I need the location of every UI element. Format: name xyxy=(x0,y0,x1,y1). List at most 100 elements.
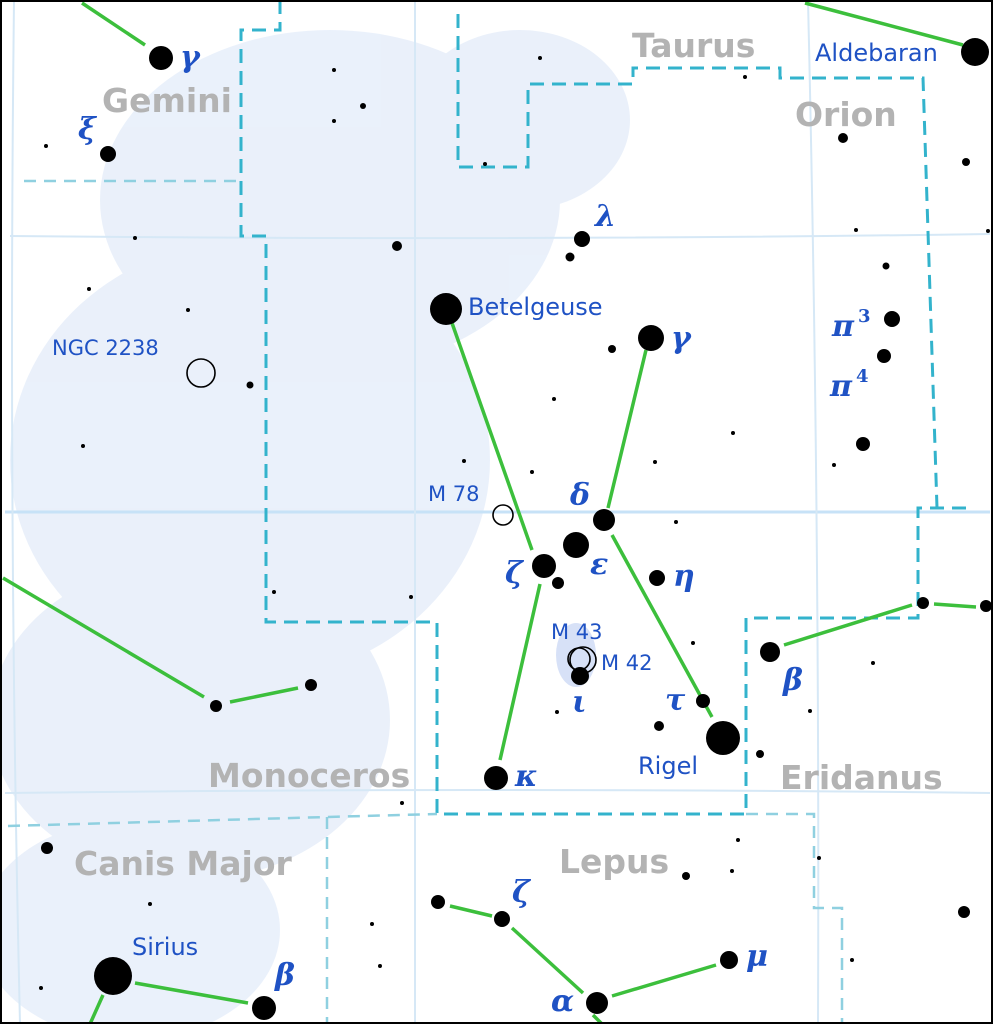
star xyxy=(409,595,413,599)
star-orion-tau[interactable] xyxy=(696,694,710,708)
star xyxy=(392,241,402,251)
bayer-label-orion-eta: η xyxy=(673,559,695,594)
monoceros-line-2 xyxy=(229,686,299,704)
star-sirius[interactable] xyxy=(94,957,132,995)
bayer-label-gemini-gamma: γ xyxy=(180,40,201,75)
star xyxy=(743,75,747,79)
star xyxy=(186,308,190,312)
star xyxy=(850,958,854,962)
star-name-labels: Aldebaran Betelgeuse Rigel Sirius xyxy=(132,39,938,961)
deep-sky-objects xyxy=(186,358,597,674)
star xyxy=(832,463,836,467)
star xyxy=(882,262,890,270)
star xyxy=(272,590,276,594)
dso-label-m42[interactable]: M 42 xyxy=(601,651,653,675)
constellation-labels: Taurus Gemini Orion Monoceros Eridanus C… xyxy=(74,26,943,883)
star xyxy=(980,600,992,612)
bayer-label-orion-iota: ι xyxy=(572,685,587,720)
star xyxy=(608,345,616,353)
star xyxy=(305,679,317,691)
star xyxy=(530,470,534,474)
star xyxy=(462,459,466,463)
star xyxy=(148,902,152,906)
monoceros-line-1 xyxy=(2,576,205,699)
eridanus-line-2 xyxy=(933,602,977,609)
star-orion-delta[interactable] xyxy=(593,509,615,531)
star xyxy=(917,597,929,609)
star-rigel[interactable] xyxy=(706,721,740,755)
star-cma-beta[interactable] xyxy=(252,996,276,1020)
dso-label-m43[interactable]: M 43 xyxy=(551,620,603,644)
lepus-line-1 xyxy=(449,904,493,918)
star xyxy=(360,103,366,109)
orion-line-gamma-delta xyxy=(606,349,648,509)
star-orion-lambda[interactable] xyxy=(574,231,590,247)
star-orion-pi3[interactable] xyxy=(884,311,900,327)
stars xyxy=(39,38,992,1020)
star xyxy=(736,838,740,842)
star xyxy=(552,397,556,401)
m78-marker[interactable] xyxy=(492,504,514,526)
constellation-label-lepus: Lepus xyxy=(559,842,669,881)
star xyxy=(332,68,336,72)
star xyxy=(808,709,812,713)
bayer-label-gemini-xi: ξ xyxy=(78,112,98,147)
constellation-label-monoceros: Monoceros xyxy=(208,756,410,795)
star xyxy=(370,922,374,926)
constellation-boundaries xyxy=(7,0,968,1024)
star-gemini-gamma[interactable] xyxy=(149,46,173,70)
bayer-label-orion-pi4-sup: 4 xyxy=(856,366,869,387)
star xyxy=(431,895,445,909)
star xyxy=(962,158,970,166)
taurus-line xyxy=(804,1,964,47)
constellation-label-gemini: Gemini xyxy=(102,81,232,120)
gemini-line xyxy=(81,1,146,47)
star-orion-zeta[interactable] xyxy=(532,554,556,578)
star-label-aldebaran[interactable]: Aldebaran xyxy=(815,39,938,67)
star-eridanus-beta[interactable] xyxy=(760,642,780,662)
star-orion-pi4[interactable] xyxy=(877,349,891,363)
star-gemini-xi[interactable] xyxy=(100,146,116,162)
bayer-label-cma-beta: β xyxy=(274,958,295,993)
star-lepus-zeta[interactable] xyxy=(494,911,510,927)
bayer-label-orion-gamma: γ xyxy=(671,321,692,356)
star-label-betelgeuse[interactable]: Betelgeuse xyxy=(468,293,603,321)
star-label-rigel[interactable]: Rigel xyxy=(638,752,698,780)
star xyxy=(400,801,404,805)
bayer-label-lepus-zeta: ζ xyxy=(512,875,532,910)
star-betelgeuse[interactable] xyxy=(430,293,462,325)
star xyxy=(674,520,678,524)
star-label-sirius[interactable]: Sirius xyxy=(132,933,198,961)
dso-label-ngc2238[interactable]: NGC 2238 xyxy=(52,336,159,360)
star-orion-eta[interactable] xyxy=(649,570,665,586)
star xyxy=(731,431,735,435)
star-orion-iota[interactable] xyxy=(571,667,589,685)
star xyxy=(555,710,559,714)
star-orion-kappa[interactable] xyxy=(484,766,508,790)
star-lepus-mu[interactable] xyxy=(720,951,738,969)
star-lepus-alpha[interactable] xyxy=(586,992,608,1014)
star-orion-epsilon[interactable] xyxy=(563,532,589,558)
bayer-label-orion-pi3: π xyxy=(831,309,855,344)
bayer-label-orion-delta: δ xyxy=(569,478,590,513)
canis-major-line-1 xyxy=(134,981,249,1005)
ngc2238-marker[interactable] xyxy=(186,358,216,388)
star-aldebaran[interactable] xyxy=(961,38,989,66)
star xyxy=(565,252,575,262)
orion-line-zeta-kappa xyxy=(498,583,542,761)
bayer-label-orion-epsilon: ε xyxy=(590,547,608,582)
bayer-labels: γ ξ λ γ π 3 π 4 δ ε ζ η ι τ κ β ζ α μ β xyxy=(78,40,871,1019)
star xyxy=(483,162,487,166)
bayer-label-orion-lambda: λ xyxy=(593,199,616,234)
constellation-label-orion: Orion xyxy=(795,95,897,134)
star-orion-gamma[interactable] xyxy=(638,325,664,351)
star xyxy=(653,460,657,464)
milky-way xyxy=(0,30,630,1024)
constellation-label-eridanus: Eridanus xyxy=(780,758,943,797)
canis-major-line-2 xyxy=(88,994,105,1024)
bayer-label-lepus-mu: μ xyxy=(746,939,768,974)
dso-label-m78[interactable]: M 78 xyxy=(428,482,480,506)
star xyxy=(41,842,53,854)
